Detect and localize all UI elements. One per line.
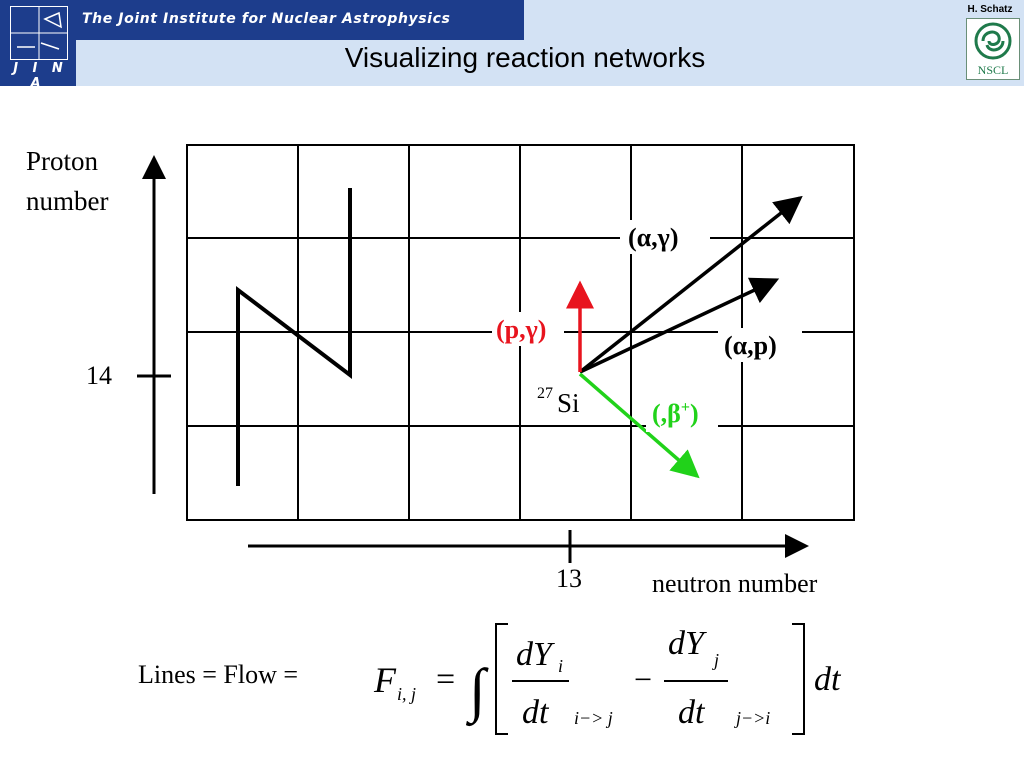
formula-integral: ∫ — [466, 657, 489, 727]
formula-Y-sub-j: j — [712, 650, 719, 670]
nucleus-symbol: Si — [557, 388, 580, 418]
beta-plus-beta: β — [667, 399, 681, 428]
beta-plus-close: ) — [690, 399, 699, 428]
arrow-alpha-gamma — [578, 195, 803, 374]
institute-bar: The Joint Institute for Nuclear Astrophy… — [76, 0, 524, 40]
formula-dY-1: dY — [516, 636, 555, 673]
arrow-alpha-p — [579, 277, 780, 374]
arrow-beta-plus — [578, 372, 700, 479]
formula-Y-sub-i: i — [558, 656, 563, 676]
author-name: H. Schatz — [967, 4, 1013, 15]
formula-prefix: Lines = Flow = — [138, 660, 299, 689]
alpha-p-label: (α,p) — [724, 331, 777, 360]
formula-cond-1: i−> j — [574, 708, 613, 728]
formula-dt-1: dt — [522, 694, 550, 731]
formula-F-sub: i, j — [397, 684, 416, 704]
formula-dY-2: dY — [668, 625, 707, 662]
beta-plus-open: (, — [652, 399, 667, 428]
formula-right-bracket — [792, 623, 805, 735]
alpha-gamma-label-bg — [620, 220, 710, 254]
alpha-p-label-bg — [718, 328, 802, 362]
formula-tail-dt: dt — [814, 661, 842, 698]
y-axis-label-line1: Proton — [26, 146, 99, 176]
nscl-swirl-icon — [974, 22, 1012, 60]
p-gamma-label-bg — [492, 312, 564, 346]
formula-equals: = — [436, 661, 455, 698]
flow-zigzag-line — [236, 188, 352, 486]
p-gamma-label: (p,γ) — [496, 315, 546, 344]
formula-minus: − — [634, 661, 652, 697]
x-axis-label: neutron number — [652, 569, 818, 598]
jina-letters: J I N A — [13, 61, 68, 91]
institute-name: The Joint Institute for Nuclear Astrophy… — [82, 11, 451, 27]
beta-plus-sup: + — [681, 399, 690, 416]
beta-plus-label-bg — [646, 396, 718, 432]
jina-logo: J I N A — [0, 0, 76, 91]
formula-cond-2: j−>i — [734, 708, 770, 728]
formula-left-bracket — [495, 623, 508, 735]
formula-F: F — [373, 660, 397, 700]
alpha-gamma-label: (α,γ) — [628, 223, 679, 252]
beta-plus-label: (,β+) — [652, 399, 699, 428]
x-tick-label: 13 — [556, 564, 582, 593]
formula-dt-2: dt — [678, 694, 706, 731]
flow-formula: F i, j = ∫ dY i dt i−> j − dY j dt j−>i … — [373, 623, 842, 735]
nscl-logo: NSCL — [966, 18, 1020, 80]
nucleus-mass-number: 27 — [537, 385, 553, 402]
y-axis-label-line2: number — [26, 186, 108, 216]
nscl-label: NSCL — [977, 63, 1009, 77]
slide-title: Visualizing reaction networks — [344, 42, 706, 73]
jina-emblem-icon — [10, 6, 68, 60]
y-tick-label: 14 — [86, 361, 112, 390]
